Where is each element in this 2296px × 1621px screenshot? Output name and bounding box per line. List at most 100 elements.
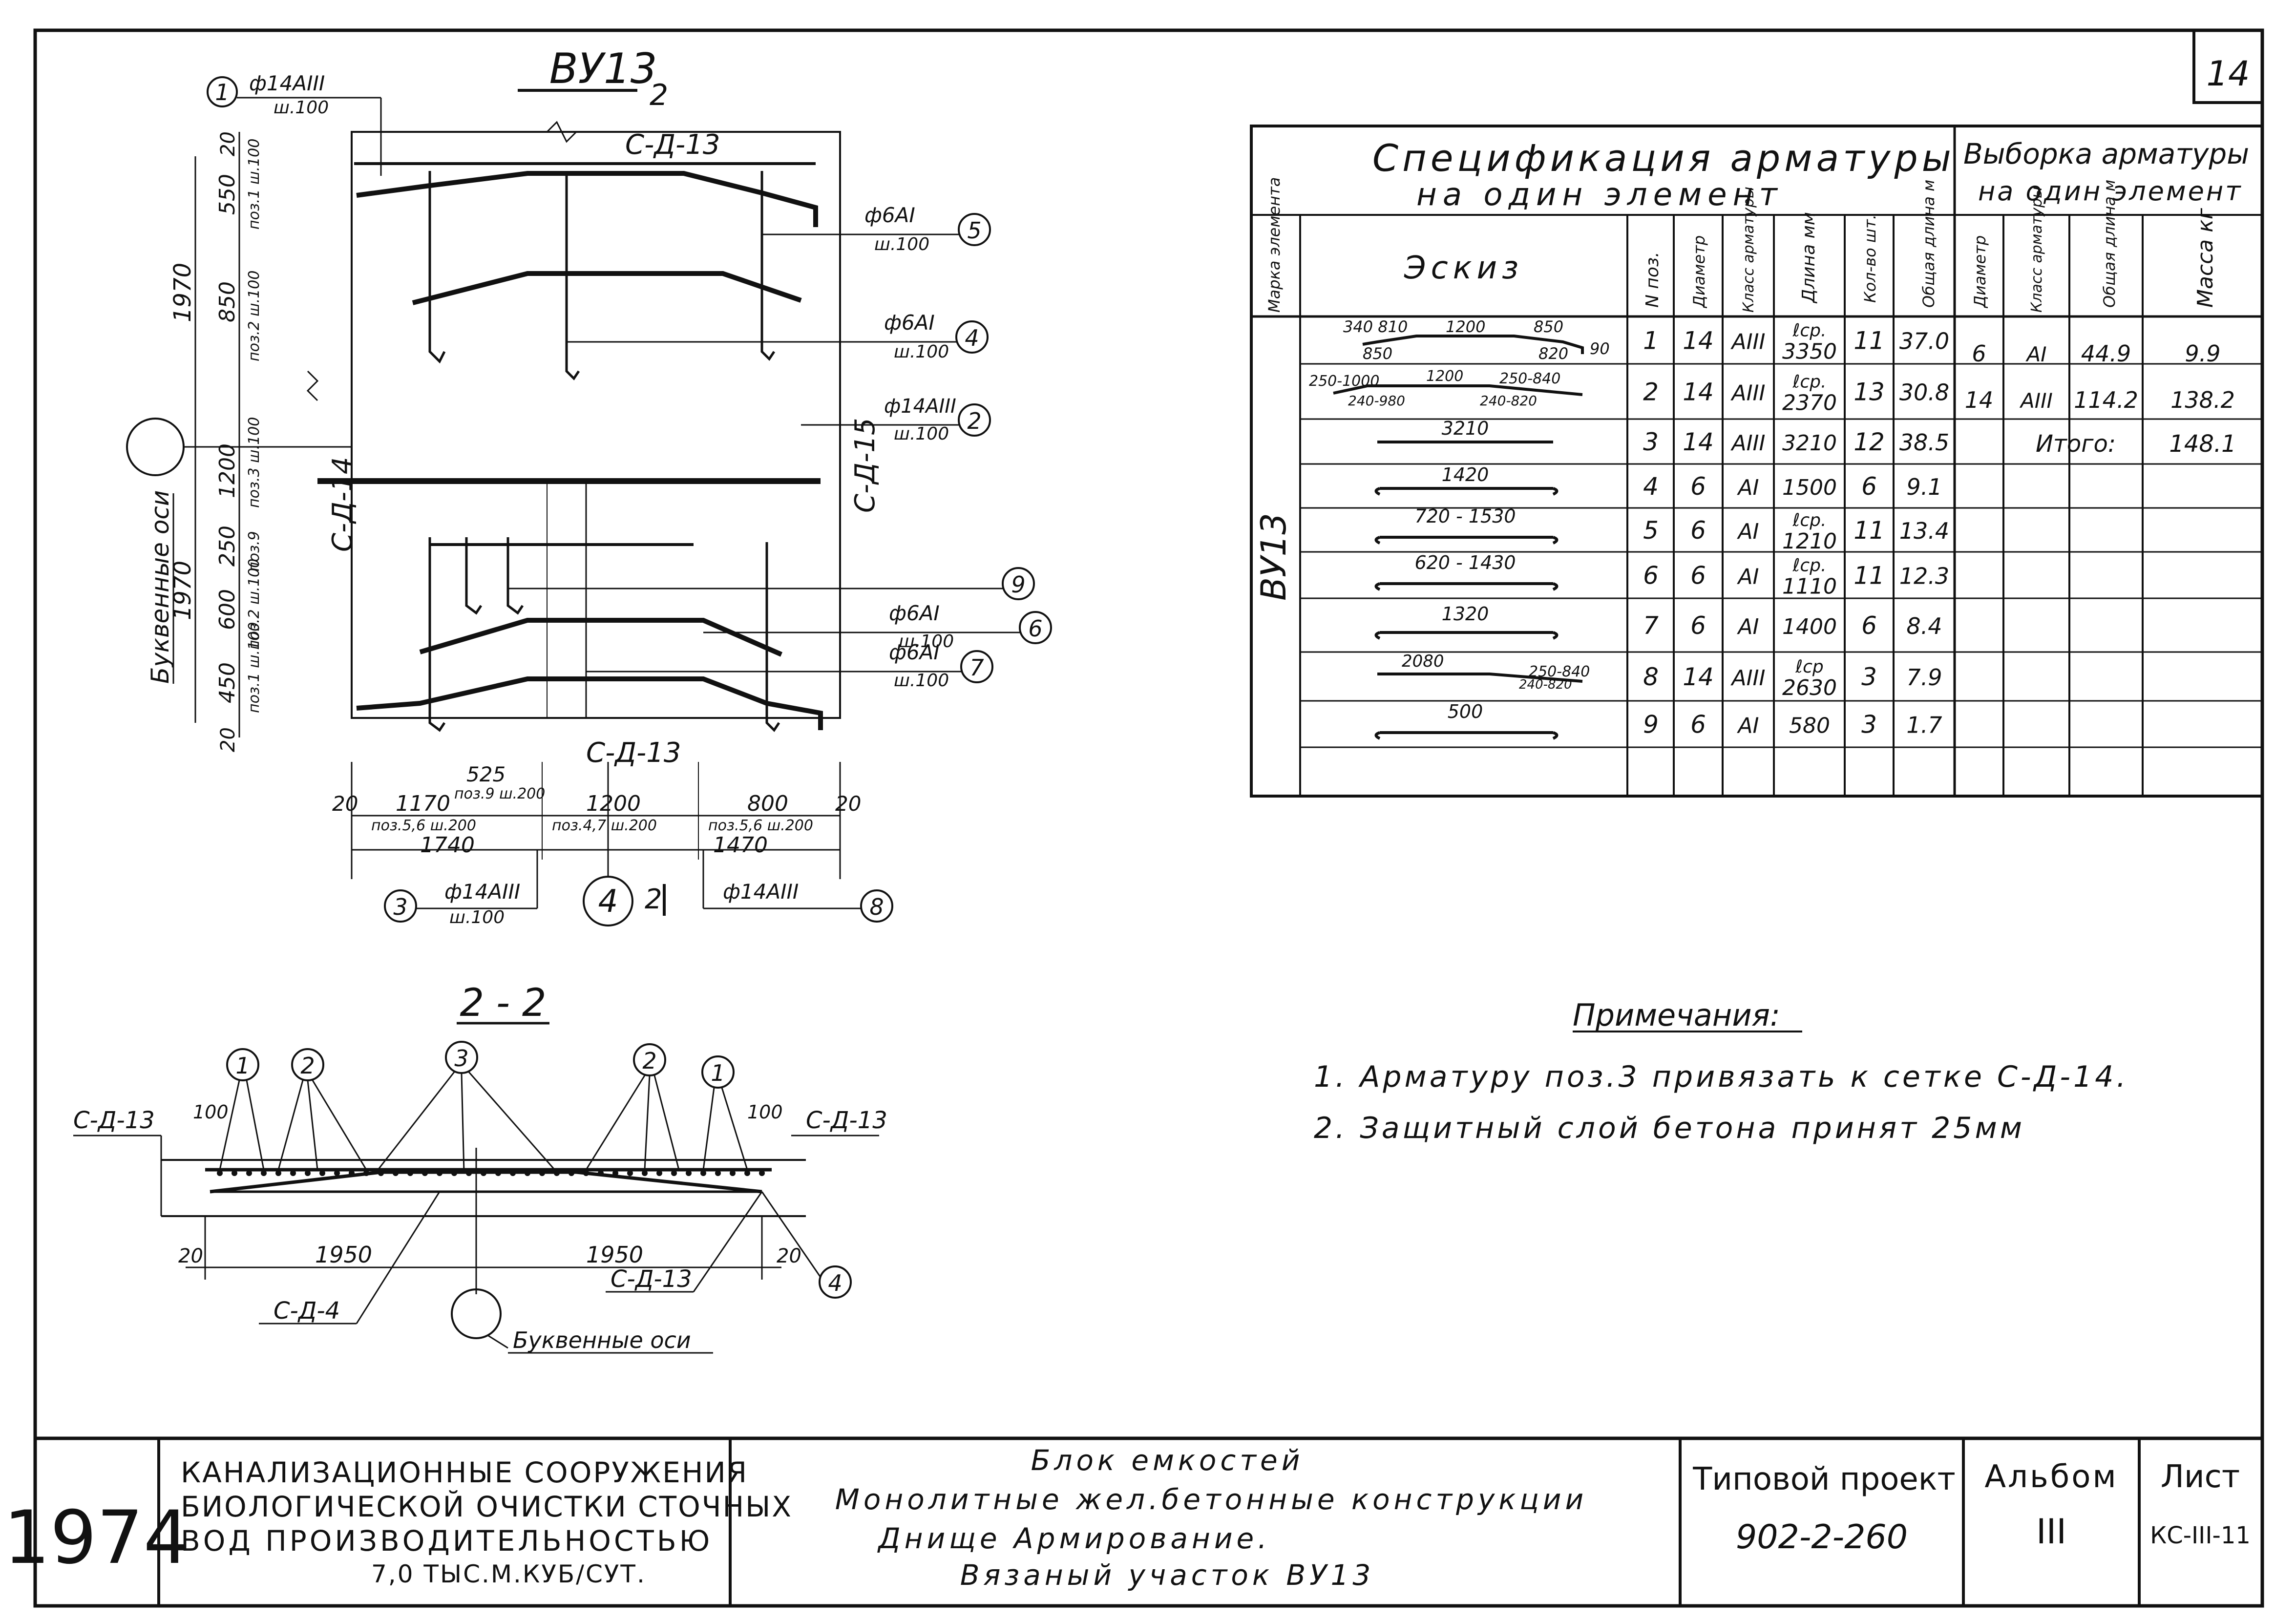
svg-text:240-820: 240-820 — [1519, 677, 1572, 692]
plan-pos-9: поз.9 — [246, 531, 263, 571]
spec-cell-dia: 6 — [1690, 562, 1706, 590]
spec-cell-len-prefix: ℓср. — [1792, 321, 1827, 341]
spec-cell-cls: АIII — [1730, 330, 1765, 355]
svg-text:3: 3 — [393, 894, 407, 920]
svg-text:6: 6 — [1028, 615, 1042, 642]
notes-title: Примечания: — [1573, 997, 1780, 1033]
sel-total-label: Итого: — [2036, 430, 2116, 458]
sketch-row-2: 250-1000 1200 250-840 240-980 240-820 — [1309, 368, 1583, 409]
hdr-s-cls: Класс арматуры — [2028, 187, 2045, 313]
stamp-org-3: ВОД ПРОИЗВОДИТЕЛЬНОСТЬЮ — [181, 1524, 713, 1558]
svg-text:850: 850 — [1363, 344, 1392, 363]
spec-cell-cls: АIII — [1730, 666, 1765, 691]
section-mesh-bottom-right: С-Д-13 — [611, 1265, 692, 1293]
spec-cell-pos: 1 — [1643, 327, 1659, 355]
sketch-row-4: 1420 — [1374, 464, 1559, 496]
spec-cell-pos: 4 — [1643, 472, 1659, 501]
svg-text:ф6АI: ф6АI — [864, 203, 915, 227]
svg-text:ф14АIII: ф14АIII — [723, 880, 799, 904]
svg-text:ш.100: ш.100 — [899, 632, 954, 652]
plan-callout-2: 2 ф14АIII ш.100 — [801, 395, 991, 444]
spec-cell-total: 7.9 — [1906, 664, 1942, 691]
section-callout-2l: 2 — [277, 1048, 367, 1170]
section-dim-1950r: 1950 — [586, 1242, 643, 1268]
stamp-sheet-label: Лист — [2161, 1459, 2240, 1495]
plan-hdim-1470: 1470 — [713, 833, 768, 858]
svg-text:ф14АIII: ф14АIII — [884, 395, 956, 418]
svg-text:2: 2 — [967, 408, 981, 434]
section-callout-4: 4 — [761, 1191, 852, 1299]
spec-cell-total: 30.8 — [1899, 379, 1949, 406]
spec-cell-dia: 14 — [1683, 663, 1714, 691]
spec-cell-dia: 6 — [1690, 711, 1706, 739]
spec-cell-len: 580 — [1789, 714, 1830, 738]
plan-callout-8: 8 ф14АIII — [702, 850, 893, 923]
plan-dim-450: 450 — [215, 662, 240, 703]
svg-text:1320: 1320 — [1442, 603, 1489, 625]
spec-cell-cls: АIII — [1730, 431, 1765, 456]
svg-text:4: 4 — [965, 325, 979, 351]
spec-cell-total: 13.4 — [1899, 518, 1949, 544]
svg-text:4: 4 — [598, 884, 618, 920]
spec-cell-len: 2370 — [1782, 391, 1837, 416]
spec-cell-cls: АI — [1736, 614, 1759, 639]
svg-text:6: 6 — [1972, 340, 1986, 367]
sketch-row-3: 3210 — [1377, 418, 1553, 443]
plan-callout-9: 9 — [508, 567, 1035, 600]
spec-cell-total: 12.3 — [1899, 563, 1949, 589]
plan-mesh-right: С-Д-15 — [849, 418, 881, 513]
svg-text:8: 8 — [869, 894, 884, 920]
spec-cell-len-prefix: ℓср. — [1792, 372, 1827, 392]
plan-pos-1: поз.1 ш.100 — [246, 139, 263, 230]
plan-mesh-left: С-Д-14 — [327, 457, 358, 552]
spec-cell-dia: 6 — [1690, 472, 1706, 501]
spec-title-1: Спецификация арматуры — [1372, 136, 1955, 180]
spec-cell-cls: АI — [1736, 519, 1759, 544]
sel-title-1: Выборка арматуры — [1963, 137, 2249, 170]
stamp-year: 1974 — [3, 1495, 190, 1580]
sketch-row-7: 1320 — [1374, 603, 1559, 640]
plan-dim-1200: 1200 — [215, 443, 240, 498]
sheet-frame — [33, 28, 2264, 1608]
hdr-pos: N поз. — [1643, 252, 1663, 308]
svg-text:250-840: 250-840 — [1499, 370, 1560, 387]
sel-row-2: 14 АIII 114.2 138.2 — [1965, 387, 2235, 413]
plan-hdim-p9: поз.9 ш.200 — [454, 785, 545, 802]
plan-dim-250: 250 — [215, 526, 240, 567]
svg-text:9: 9 — [1011, 571, 1025, 598]
svg-text:820: 820 — [1538, 344, 1568, 363]
section-dim-20l: 20 — [178, 1245, 203, 1267]
svg-text:1200: 1200 — [1426, 368, 1463, 385]
spec-cell-qty: 11 — [1854, 562, 1885, 590]
plan-hdim-525: 525 — [466, 762, 506, 786]
svg-text:ш.100: ш.100 — [894, 671, 949, 691]
svg-text:ф6АI: ф6АI — [889, 640, 940, 664]
section-dim-1950l: 1950 — [315, 1242, 372, 1268]
sel-total-mass: 148.1 — [2169, 430, 2236, 458]
spec-cell-len: 1400 — [1782, 614, 1837, 639]
stamp-desc-1: Блок емкостей — [1031, 1444, 1304, 1477]
note-2: 2. Защитный слой бетона принят 25мм — [1314, 1111, 2025, 1145]
spec-cell-len: 3210 — [1782, 431, 1837, 456]
note-1: 1. Арматуру поз.3 привязать к сетке С-Д-… — [1314, 1060, 2128, 1094]
spec-cell-qty: 13 — [1854, 378, 1885, 406]
stamp-org-4: 7,0 ТЫС.М.КУБ/СУТ. — [371, 1560, 646, 1588]
plan-pos-1b: поз.1 ш.100 — [246, 622, 263, 713]
spec-cell-cls: АI — [1736, 714, 1759, 738]
svg-text:2: 2 — [642, 1048, 656, 1074]
spec-cell-dia: 14 — [1683, 378, 1714, 406]
spec-cell-pos: 2 — [1643, 378, 1659, 406]
section-mesh-bottom: С-Д-4 — [274, 1297, 340, 1325]
stamp-desc-4: Вязаный участок ВУ13 — [960, 1558, 1375, 1592]
section-axis: Буквенные оси — [451, 1148, 713, 1354]
plan-callout-6: 6 ф6АI ш.100 — [703, 601, 1052, 652]
svg-text:1200: 1200 — [1446, 317, 1485, 336]
spec-cell-len-prefix: ℓср. — [1792, 556, 1827, 576]
spec-cell-len: 3350 — [1782, 339, 1837, 364]
stamp-desc-3: Днище Армирование. — [877, 1522, 1270, 1555]
section-title: 2 - 2 — [460, 981, 547, 1025]
notes: Примечания: 1. Арматуру поз.3 привязать … — [1314, 997, 2128, 1145]
svg-text:44.9: 44.9 — [2081, 340, 2131, 367]
